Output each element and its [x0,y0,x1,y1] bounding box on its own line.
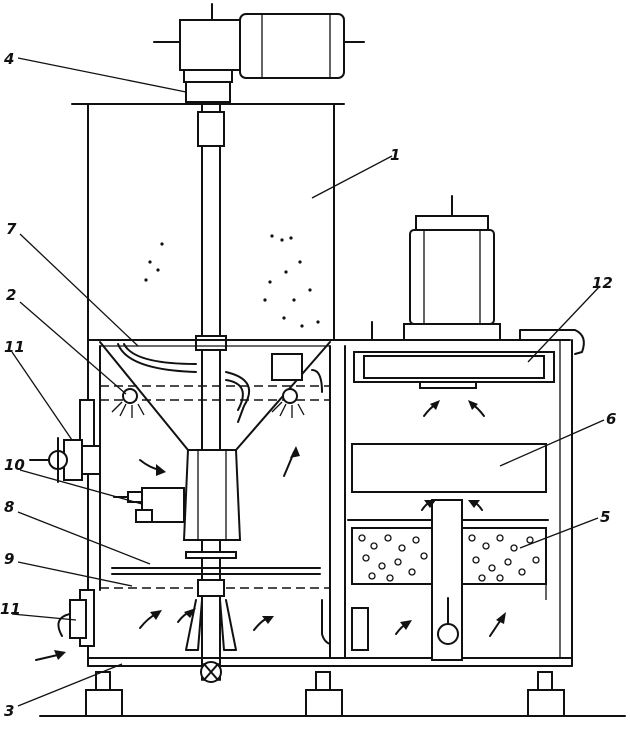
base-and-feet [39,671,626,717]
filter-media [347,499,549,661]
foot-right [527,671,565,717]
leader-lines [11,57,605,707]
label-11-lower: 11 [0,600,21,618]
media-circles [358,534,540,582]
label-5: 5 [600,508,610,526]
callout-labels: 1 2 3 4 5 6 7 8 9 10 11 11 12 [0,50,616,720]
inlet-valve-upper [29,437,101,483]
actuator [113,487,185,523]
fan-unit [353,351,555,389]
powder-dots [144,234,320,328]
distributor [100,551,330,597]
foot-left [85,671,123,717]
nozzles [111,343,323,423]
top-motor [153,3,365,103]
inlet-valve-lower [35,599,87,661]
cone-hopper [99,341,331,541]
bottom-impeller [185,599,237,683]
spray-lines [111,401,305,418]
right-motor [371,195,501,341]
label-8: 8 [4,498,14,516]
label-9: 9 [4,550,14,568]
label-7: 7 [6,220,17,238]
label-6: 6 [606,410,616,428]
foot-middle [305,671,343,717]
upper-tank [71,103,345,341]
label-11-upper: 11 [4,338,25,356]
label-2: 2 [6,286,16,304]
label-1: 1 [390,146,400,164]
flow-arrows [139,400,506,645]
label-12: 12 [592,274,613,292]
filter-panel [351,443,547,493]
label-3: 3 [4,702,14,720]
label-4: 4 [3,50,14,68]
label-10: 10 [4,456,25,474]
